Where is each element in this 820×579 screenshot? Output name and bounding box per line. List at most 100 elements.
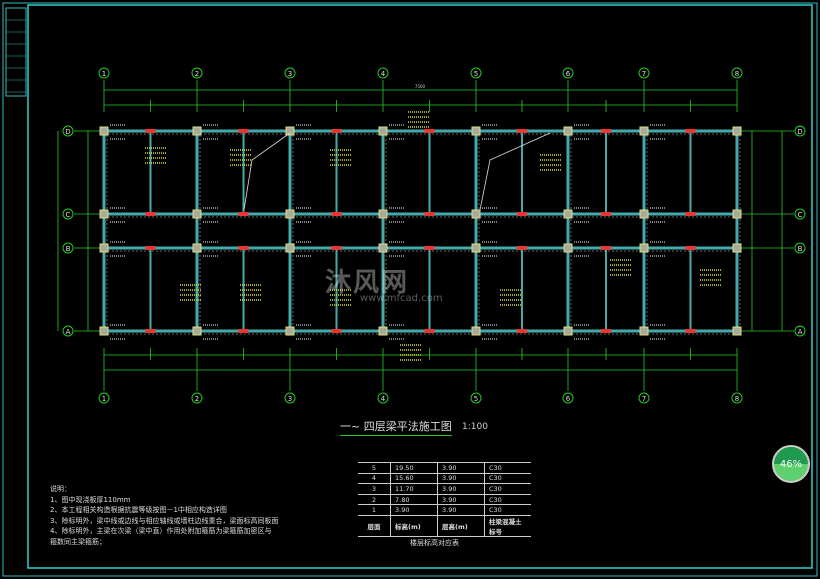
note-item: 1、图中现浇板厚110mm (50, 495, 131, 504)
column (639, 326, 649, 336)
axis-bubble (62, 125, 74, 137)
axis-bubble (377, 392, 389, 404)
beam-stirrup-mark (601, 212, 611, 216)
column (563, 126, 573, 136)
axis-label: 7 (642, 395, 646, 403)
beam-stirrup-mark (424, 129, 435, 133)
beam-stirrup-mark (145, 212, 156, 216)
cell: 7.80 (390, 493, 438, 505)
column (732, 126, 742, 136)
axis-label: 5 (474, 70, 478, 78)
cell: 4 (358, 472, 391, 484)
axis-bubble (794, 242, 806, 254)
note-item: 箍数同主梁箍筋； (50, 537, 106, 546)
title-strip (5, 7, 27, 97)
axis-label: C (66, 211, 71, 219)
beam-stirrup-mark (424, 212, 435, 216)
cell: 1 (358, 504, 391, 516)
axis-bubble (562, 392, 574, 404)
axis-label: 4 (381, 395, 386, 403)
beam-stirrup-mark (145, 129, 156, 133)
column (192, 126, 202, 136)
column (378, 209, 388, 219)
beam-stirrup-mark (517, 329, 527, 333)
beam-stirrup-mark (601, 129, 611, 133)
cell: 2 (358, 493, 391, 505)
column (285, 209, 295, 219)
column (285, 126, 295, 136)
axis-bubble (731, 67, 743, 79)
column (639, 209, 649, 219)
beam-stirrup-mark (331, 129, 342, 133)
note-item: 2、本工程相关构造根据抗震等级按图－1中相应构造详图 (50, 506, 227, 514)
cell: 3 (358, 483, 391, 495)
overall-dimension: 7500 (415, 84, 426, 89)
column (732, 209, 742, 219)
axis-label: 5 (474, 395, 478, 403)
axis-label: A (798, 328, 803, 336)
beam-stirrup-mark (517, 212, 527, 216)
column (192, 326, 202, 336)
beam-stirrup-mark (424, 329, 435, 333)
axis-bubble (794, 208, 806, 220)
watermark-url: www.mfcad.com (360, 293, 443, 304)
axis-label: 3 (288, 70, 292, 78)
axis-bubble (794, 125, 806, 137)
cell: 3.90 (437, 462, 485, 474)
cell: C30 (484, 472, 531, 484)
beam-stirrup-mark (331, 246, 342, 250)
cell: 11.70 (390, 483, 438, 495)
cell: C30 (484, 493, 531, 505)
column (99, 326, 109, 336)
axis-label: 2 (195, 70, 199, 78)
axis-label: B (66, 245, 71, 253)
column (471, 326, 481, 336)
beam-stirrup-mark (685, 129, 696, 133)
cell: C30 (484, 462, 531, 474)
column (563, 326, 573, 336)
column (192, 209, 202, 219)
column (192, 243, 202, 253)
cell: 3.90 (437, 472, 485, 484)
axis-label: C (798, 211, 803, 219)
column (471, 209, 481, 219)
note-item: 4、除标明外，主梁在次梁（梁中直）作用处附加箍筋为梁箍筋加密区与 (50, 527, 272, 535)
beam-stirrup-mark (238, 129, 249, 133)
axis-bubble (638, 392, 650, 404)
beam-stirrup-mark (145, 246, 156, 250)
watermark-logo: 沐风网 (325, 268, 410, 298)
progress-badge[interactable]: 46% (772, 445, 810, 483)
axis-label: 4 (381, 70, 386, 78)
cell: C30 (484, 483, 531, 495)
column (378, 326, 388, 336)
inner-frame (27, 4, 813, 569)
notes-block: 说明： 1、图中现浇板厚110mm 2、本工程相关构造根据抗震等级按图－1中相应… (50, 484, 278, 547)
axis-bubble (98, 67, 110, 79)
axis-label: B (798, 245, 803, 253)
column (732, 326, 742, 336)
column (99, 243, 109, 253)
column (99, 209, 109, 219)
table-header-row: 层面标高(m)层高(m)柱梁混凝土标号 (358, 514, 531, 537)
column (285, 243, 295, 253)
axis-bubble (470, 392, 482, 404)
header-cell: 标高(m) (390, 514, 438, 537)
beam-stirrup-mark (331, 212, 342, 216)
drawing-scale: 1:100 (462, 422, 488, 432)
axis-bubble (191, 67, 203, 79)
column (732, 243, 742, 253)
beam-stirrup-mark (601, 246, 611, 250)
axis-label: D (797, 128, 802, 136)
axis-label: 6 (566, 395, 571, 403)
column (471, 243, 481, 253)
column (378, 126, 388, 136)
column (639, 126, 649, 136)
axis-label: 6 (566, 70, 571, 78)
axis-bubble (470, 67, 482, 79)
notes-heading: 说明： (50, 485, 71, 493)
beam-stirrup-mark (685, 246, 696, 250)
